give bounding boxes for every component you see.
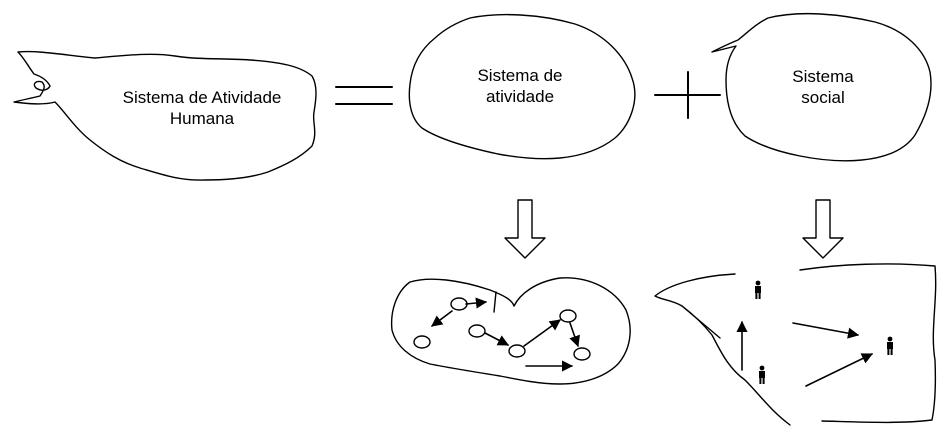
circle-node-icon (413, 335, 431, 349)
arrow-icon (465, 297, 488, 309)
social-system-blob: Sistema social (711, 12, 932, 162)
blob-outline (408, 13, 636, 160)
human-activity-system-blob: Sistema de Atividade Humana (13, 50, 317, 181)
circle-node-icon (450, 297, 468, 311)
circle-node-icon (468, 324, 486, 338)
plus-sign (654, 71, 721, 119)
circle-node-icon (559, 309, 577, 323)
activity-network-blob (390, 277, 631, 385)
arrow-icon (484, 332, 509, 346)
blob-outline (390, 277, 631, 385)
person-icon (759, 365, 765, 384)
blob-outline (711, 12, 932, 162)
blob-label-line2: atividade (486, 87, 554, 106)
blob-label-line1: Sistema de (477, 66, 562, 85)
blob-label-line1: Sistema (792, 67, 854, 86)
blob-label-line2: social (801, 88, 844, 107)
blob-label-line2: Humana (170, 109, 235, 128)
blob-outline (13, 50, 317, 181)
social-network-blob (654, 263, 937, 426)
arrow-icon (523, 319, 561, 347)
person-icon (887, 336, 893, 355)
divider-line (493, 291, 497, 313)
blob-outline (654, 263, 937, 426)
blob-label-line1: Sistema de Atividade (123, 88, 282, 107)
down-arrow-icon (504, 199, 546, 259)
activity-system-blob: Sistema de atividade (408, 13, 636, 160)
arrow-icon (569, 322, 580, 348)
inner-edge (681, 305, 721, 339)
equals-sign (335, 86, 393, 105)
person-icon (755, 280, 761, 299)
arrow-icon (431, 310, 453, 327)
down-arrow-icon (802, 199, 844, 259)
arrow-icon (792, 322, 860, 339)
arrow-icon (805, 353, 874, 387)
circle-node-icon (573, 347, 591, 361)
circle-node-icon (508, 344, 526, 358)
